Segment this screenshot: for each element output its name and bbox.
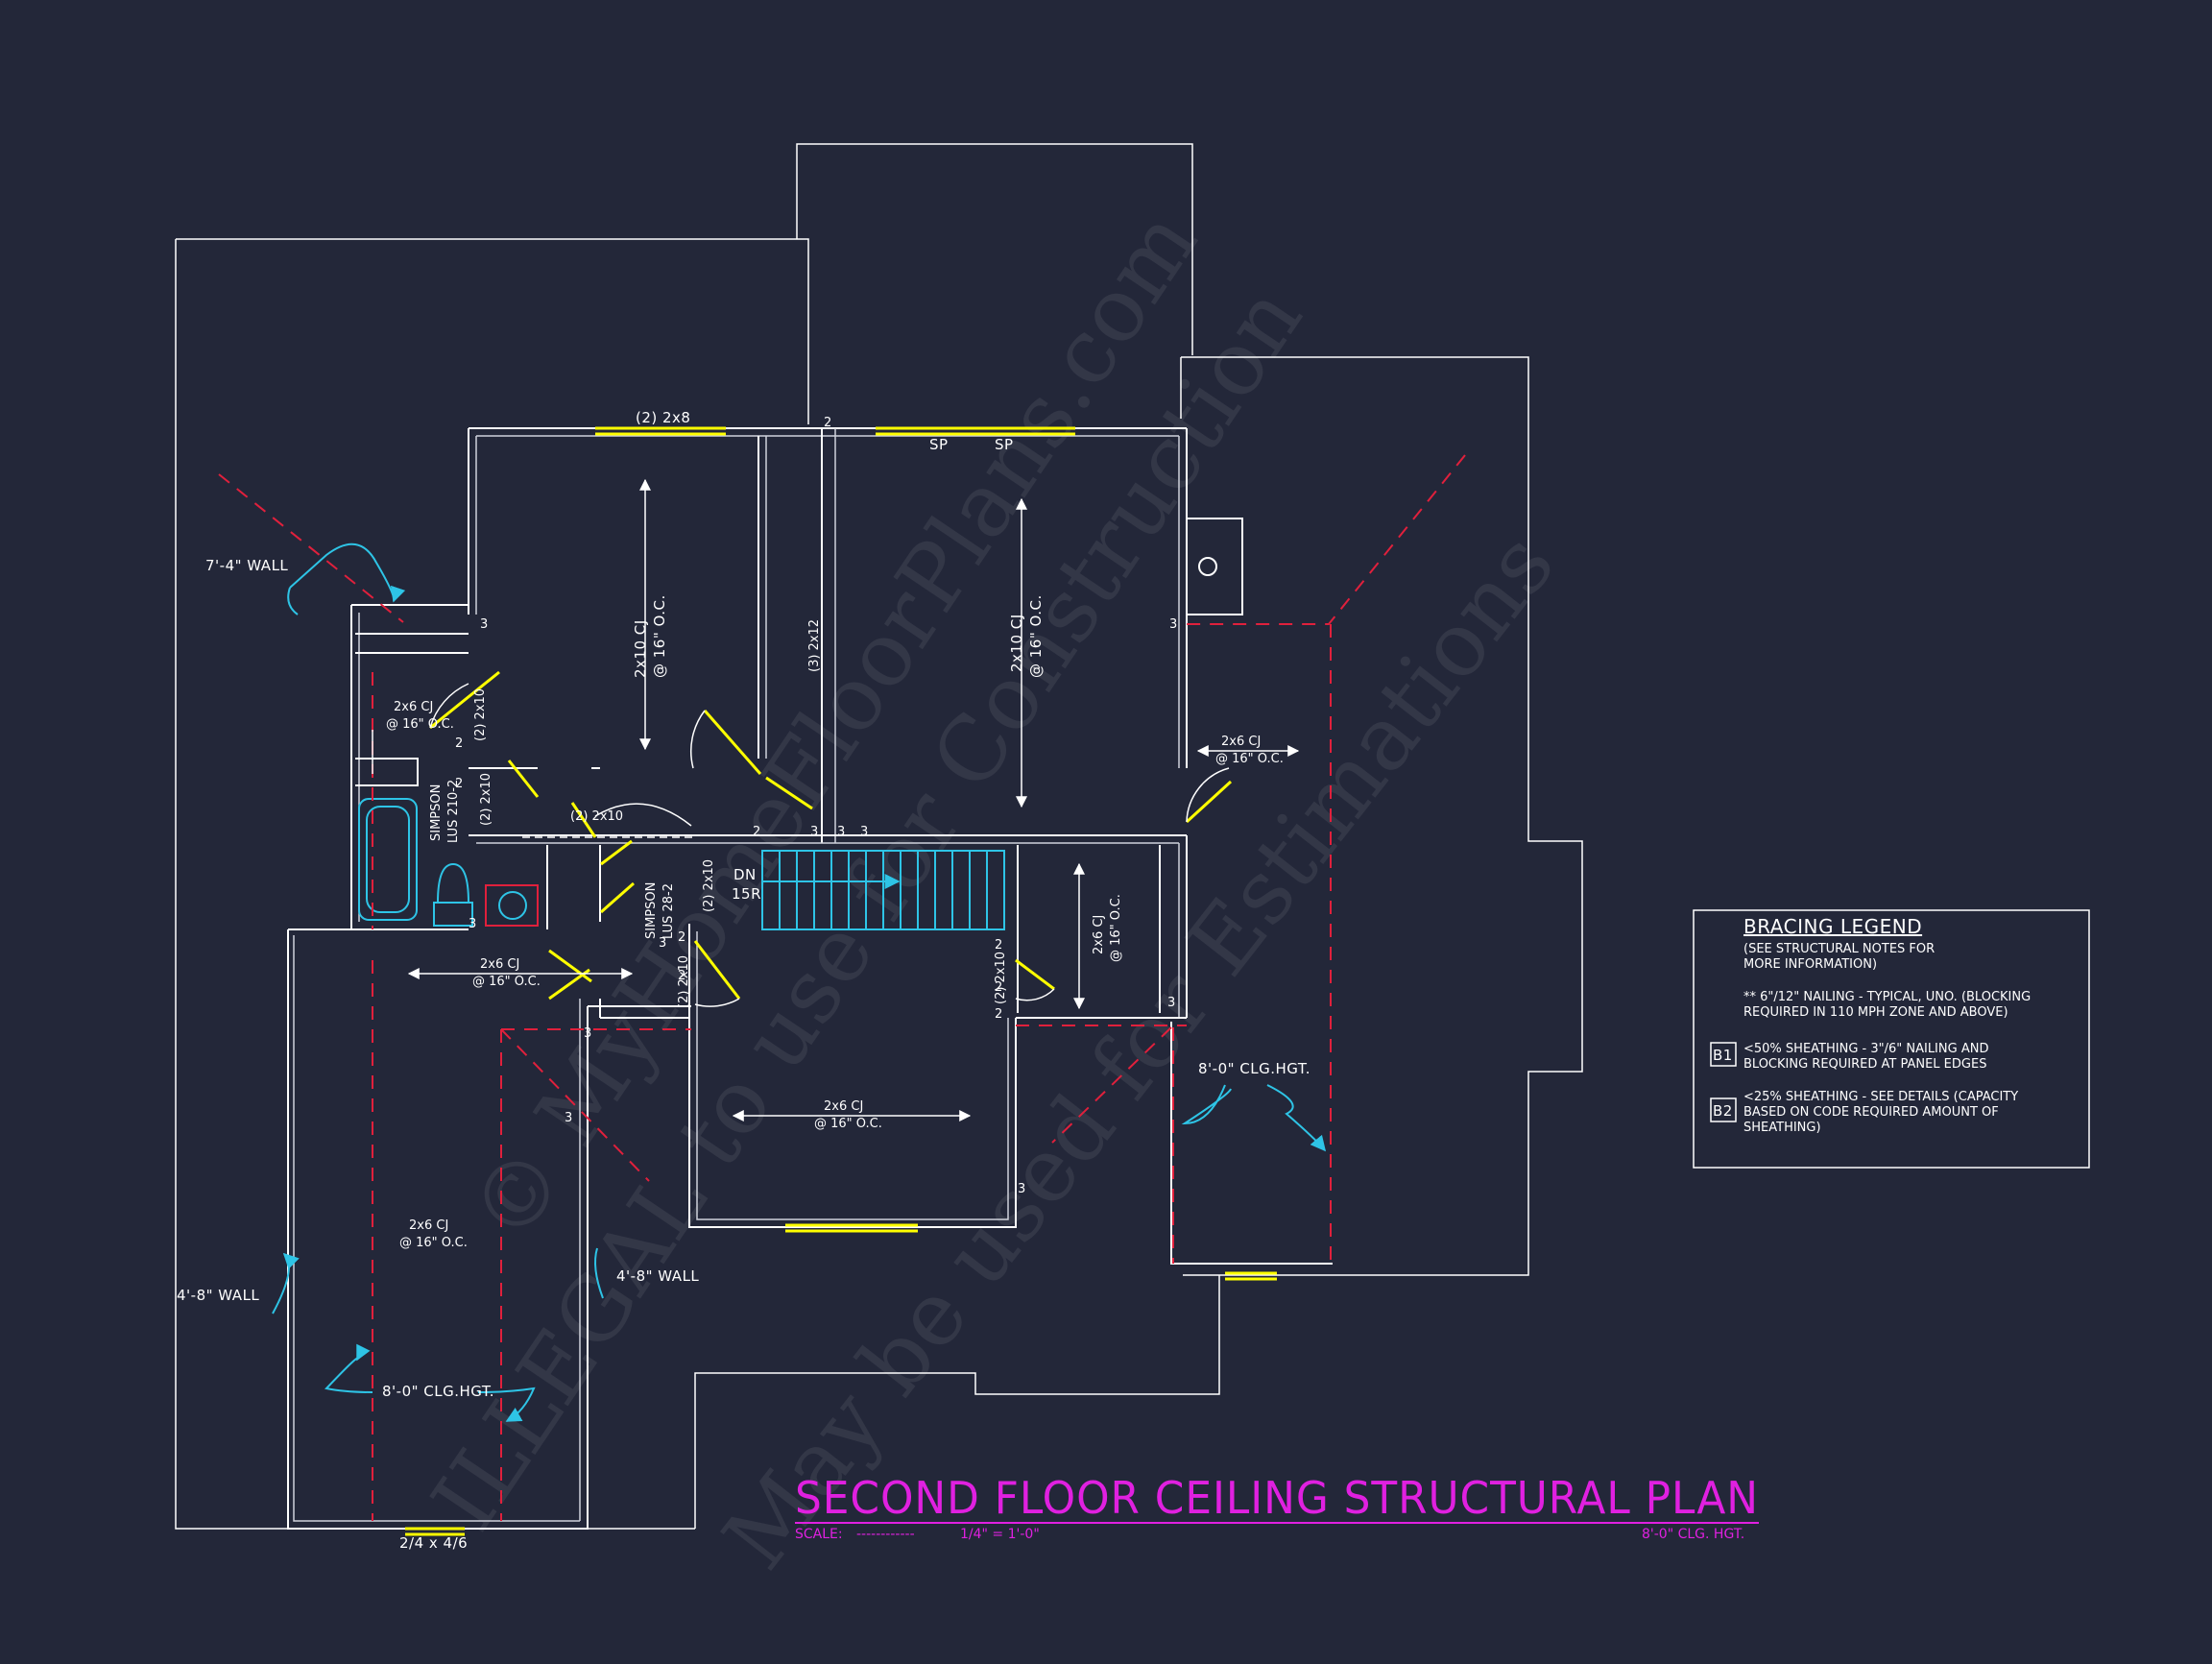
header-2x10-a: (2) 2x10 — [473, 688, 488, 741]
post-2-c: 2 — [455, 777, 463, 791]
stair-risers-label: 15R — [732, 885, 761, 903]
closet-cj-oc: @ 16" O.C. — [1109, 894, 1123, 962]
post-3-g: 3 — [659, 936, 666, 951]
legend-nailing-2: REQUIRED IN 110 MPH ZONE AND ABOVE) — [1743, 1005, 2008, 1020]
left-ceiling-height: 8'-0" CLG.HGT. — [382, 1383, 494, 1400]
legend-note-1: (SEE STRUCTURAL NOTES FOR — [1743, 942, 1935, 956]
bed2-joist-label: 2x10 CJ — [1008, 614, 1025, 672]
scale-label: SCALE: — [795, 1527, 843, 1542]
annotations: (2) 2x8 SP SP 2x10 CJ @ 16" O.C. 2x10 CJ… — [177, 409, 1310, 1552]
header-2x10-b: (2) 2x10 — [479, 773, 493, 826]
legend-b2-tag: B2 — [1713, 1102, 1733, 1120]
sp-label-2: SP — [995, 436, 1014, 453]
scale-dashes: ------------ — [856, 1527, 915, 1542]
post-2-a: 2 — [824, 416, 831, 430]
center-cj-label: 2x6 CJ — [824, 1099, 863, 1114]
bed2-joist-oc: @ 16" O.C. — [1027, 594, 1045, 678]
ceiling-height-note: 8'-0" CLG. HGT. — [1642, 1527, 1744, 1542]
joist-arrows — [372, 478, 1300, 1121]
post-3-j: 3 — [1018, 1182, 1025, 1196]
bed1-joist-label: 2x10 CJ — [632, 619, 649, 678]
legend-nailing-1: ** 6"/12" NAILING - TYPICAL, UNO. (BLOCK… — [1743, 990, 2031, 1004]
hall-cj-label: 2x6 CJ — [480, 957, 519, 972]
post-2-f: 2 — [678, 969, 685, 983]
window-size-label: 2/4 x 4/6 — [399, 1534, 468, 1552]
post-2-h: 2 — [995, 980, 1002, 995]
wall-4-8-mid-label: 4'-8" WALL — [616, 1267, 699, 1285]
stair-down-label: DN — [733, 866, 757, 883]
simpson-2-model: LUS 28-2 — [661, 883, 676, 939]
right-ceiling-height: 8'-0" CLG.HGT. — [1198, 1060, 1310, 1077]
beam-label: (3) 2x12 — [807, 619, 822, 672]
legend-b2-line-2: BASED ON CODE REQUIRED AMOUNT OF — [1743, 1105, 1999, 1120]
center-cj-oc: @ 16" O.C. — [814, 1117, 882, 1131]
bath-cj-label: 2x6 CJ — [394, 700, 433, 714]
sp-label-1: SP — [929, 436, 949, 453]
post-2-i: 2 — [995, 1007, 1002, 1022]
post-2-e: 2 — [678, 930, 685, 945]
simpson-1-model: LUS 210-2 — [446, 780, 461, 843]
header-2x10-d: (2) 2x10 — [702, 859, 716, 912]
header-2x10-f: (2) 2x10 — [994, 952, 1008, 1004]
legend-note-2: MORE INFORMATION) — [1743, 957, 1877, 972]
legend-b2-line-3: SHEATHING) — [1743, 1121, 1821, 1135]
stair-treads — [761, 850, 1005, 930]
legend-heading: BRACING LEGEND — [1743, 915, 1922, 938]
post-3-b: 3 — [1169, 617, 1177, 632]
wall-7-4-label: 7'-4" WALL — [205, 557, 288, 574]
drawing-title: SECOND FLOOR CEILING STRUCTURAL PLAN — [795, 1472, 1759, 1524]
right-cj-oc: @ 16" O.C. — [1215, 752, 1284, 766]
legend-b1-line-2: BLOCKING REQUIRED AT PANEL EDGES — [1743, 1057, 1986, 1072]
windows — [405, 426, 1277, 1536]
legend-b1-tag: B1 — [1713, 1047, 1733, 1064]
header-2x10-e: (2) 2x10 — [677, 955, 691, 1008]
simpson-2-label: SIMPSON — [644, 882, 659, 939]
post-3-c: 3 — [810, 825, 818, 839]
simpson-1-label: SIMPSON — [429, 784, 444, 841]
left-cj-label: 2x6 CJ — [409, 1218, 448, 1233]
post-3-e: 3 — [860, 825, 868, 839]
bed1-joist-oc: @ 16" O.C. — [651, 594, 668, 678]
post-3-f: 3 — [469, 917, 476, 931]
bath-fixtures — [358, 798, 539, 927]
post-2-b: 2 — [455, 736, 463, 751]
wall-4-8-left-label: 4'-8" WALL — [177, 1287, 259, 1304]
bath-cj-oc: @ 16" O.C. — [386, 717, 454, 732]
legend-b1-line-1: <50% SHEATHING - 3"/6" NAILING AND — [1743, 1042, 1988, 1056]
scale-value: 1/4" = 1'-0" — [960, 1527, 1040, 1542]
closet-cj-label: 2x6 CJ — [1092, 915, 1106, 954]
bracing-legend: BRACING LEGEND (SEE STRUCTURAL NOTES FOR… — [1693, 909, 2090, 1169]
roof-outline — [175, 143, 1583, 1530]
walls — [287, 427, 1333, 1530]
title-block: SECOND FLOOR CEILING STRUCTURAL PLAN SCA… — [795, 1472, 1759, 1542]
post-2-d: 2 — [753, 825, 760, 839]
post-3-d: 3 — [837, 825, 845, 839]
left-cj-oc: @ 16" O.C. — [399, 1236, 468, 1250]
header-2x10-c: (2) 2x10 — [570, 809, 623, 824]
post-3-a: 3 — [480, 617, 488, 632]
post-2-g: 2 — [995, 938, 1002, 953]
legend-b2-line-1: <25% SHEATHING - SEE DETAILS (CAPACITY — [1743, 1090, 2018, 1104]
post-3-i: 3 — [565, 1111, 572, 1125]
leader-lines — [272, 543, 1327, 1422]
post-3-h: 3 — [1167, 996, 1175, 1010]
ridge-lines — [218, 454, 1466, 1521]
hall-cj-oc: @ 16" O.C. — [472, 975, 541, 989]
right-cj-label: 2x6 CJ — [1221, 735, 1261, 749]
post-3-k: 3 — [584, 1026, 591, 1041]
header-2x8-label: (2) 2x8 — [636, 409, 690, 426]
